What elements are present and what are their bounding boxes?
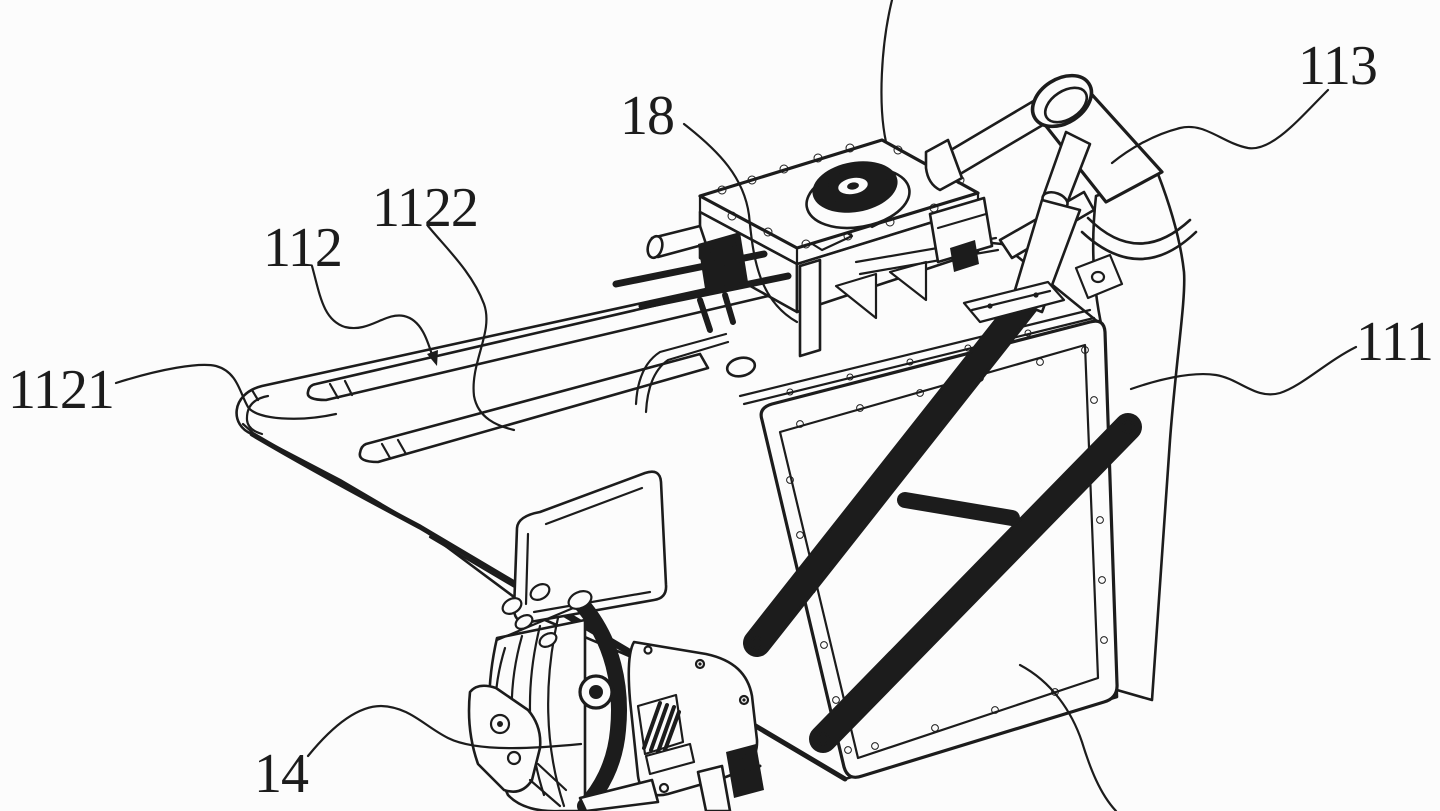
label-14: 14 [254, 743, 309, 805]
head-tube-assembly [924, 73, 1198, 324]
brace-pivot-hole [1121, 420, 1135, 434]
panel-top-bolt-strip [738, 308, 1096, 406]
diagonal-braces [743, 283, 1142, 753]
vent-hatch [642, 701, 681, 754]
gearbox-cover [627, 640, 759, 797]
motor-top-studs [501, 583, 558, 648]
label-112: 112 [263, 217, 342, 279]
box-connectors [612, 224, 792, 333]
brace-pivot-hole [816, 732, 830, 746]
deck-oval-hole [725, 356, 757, 378]
motor-bracket-band [567, 590, 627, 811]
leader-112 [310, 264, 435, 360]
side-panel [738, 308, 1119, 779]
arm-bottom-edge [249, 431, 848, 782]
leader-1121 [114, 363, 338, 420]
head-tube-flare [1080, 216, 1198, 261]
leader-113 [1110, 88, 1330, 165]
pivot-bracket [1074, 253, 1124, 300]
box-supports [798, 236, 1000, 358]
label-18: 18 [620, 85, 674, 147]
leader-lines [114, 0, 1358, 811]
leader-14 [306, 704, 583, 758]
brace-pivot-hole [750, 636, 764, 650]
deck-recess-channel [634, 332, 730, 414]
deck-front-rail [358, 352, 710, 464]
rear-frame-shell [1091, 172, 1186, 702]
triangular-cutout [512, 470, 668, 624]
support-strut [1010, 198, 1082, 314]
panel-outer [759, 319, 1119, 779]
label-111: 111 [1356, 311, 1433, 373]
leader-112-arrowhead [427, 350, 438, 366]
leader-1122 [426, 224, 516, 432]
tube-joint-boss [924, 138, 964, 192]
motor-lower-parts [578, 744, 764, 811]
box-right-bracket [928, 196, 994, 272]
controller-box [612, 138, 1000, 358]
foot-bracket [962, 280, 1066, 324]
leader-top-cropped [880, 0, 894, 144]
motor-assembly [467, 583, 764, 811]
reference-labels: 113 18 1122 112 1121 111 14 [8, 35, 1434, 805]
leader-bottom-cropped [1018, 663, 1118, 811]
cooling-fan [805, 161, 911, 230]
pedal-linkage [467, 684, 568, 808]
label-1122: 1122 [372, 177, 478, 239]
label-113: 113 [1298, 35, 1377, 97]
leader-18 [682, 122, 799, 324]
label-1121: 1121 [8, 359, 114, 421]
leader-111 [1129, 345, 1358, 396]
